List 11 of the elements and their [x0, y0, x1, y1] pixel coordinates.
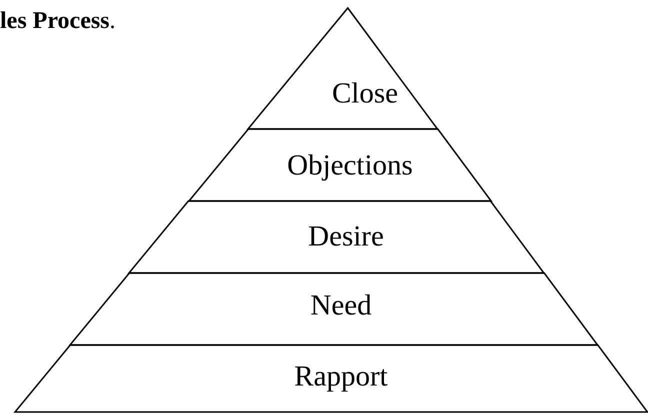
- pyramid-tier: [188, 129, 491, 201]
- tier-label: Rapport: [294, 360, 388, 394]
- tier-label: Objections: [287, 150, 413, 182]
- tier-label: Desire: [308, 220, 384, 254]
- diagram-title: les Process.: [0, 8, 116, 35]
- pyramid-tier: [14, 345, 648, 412]
- pyramid-apex-tier: [248, 8, 438, 129]
- pyramid-tier: [70, 273, 598, 345]
- pyramid-tier: [129, 201, 544, 273]
- tier-label: Need: [310, 290, 372, 322]
- tier-label: Close: [332, 78, 398, 110]
